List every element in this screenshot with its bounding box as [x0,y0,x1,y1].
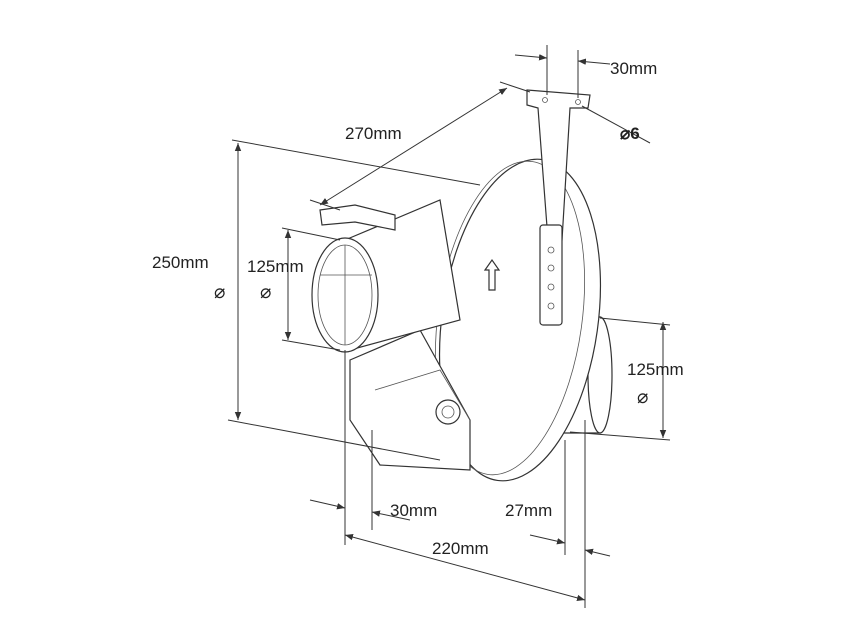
outlet-diameter-symbol: ⌀ [637,387,648,408]
hole-diameter-label: ⌀6 [620,124,640,143]
outlet-diameter-label: 125mm [627,360,684,379]
airflow-arrow-icon [483,258,501,291]
overall-length-label: 220mm [432,539,489,558]
outlet-collar-length-label: 27mm [505,501,552,520]
depth-label: 270mm [345,124,402,143]
inlet-diameter-label: 125mm [247,257,304,276]
overall-diameter-symbol: ⌀ [214,282,225,303]
bracket-width-label: 30mm [610,59,657,78]
mount-strap [539,224,563,326]
inlet-collar-length-label: 30mm [390,501,437,520]
cable-gland [435,399,461,425]
dimension-lines [227,45,671,608]
mount-bracket-left [319,204,396,231]
fan-body [311,89,613,482]
inlet-diameter-symbol: ⌀ [260,282,271,303]
overall-diameter-label: 250mm [152,253,209,272]
